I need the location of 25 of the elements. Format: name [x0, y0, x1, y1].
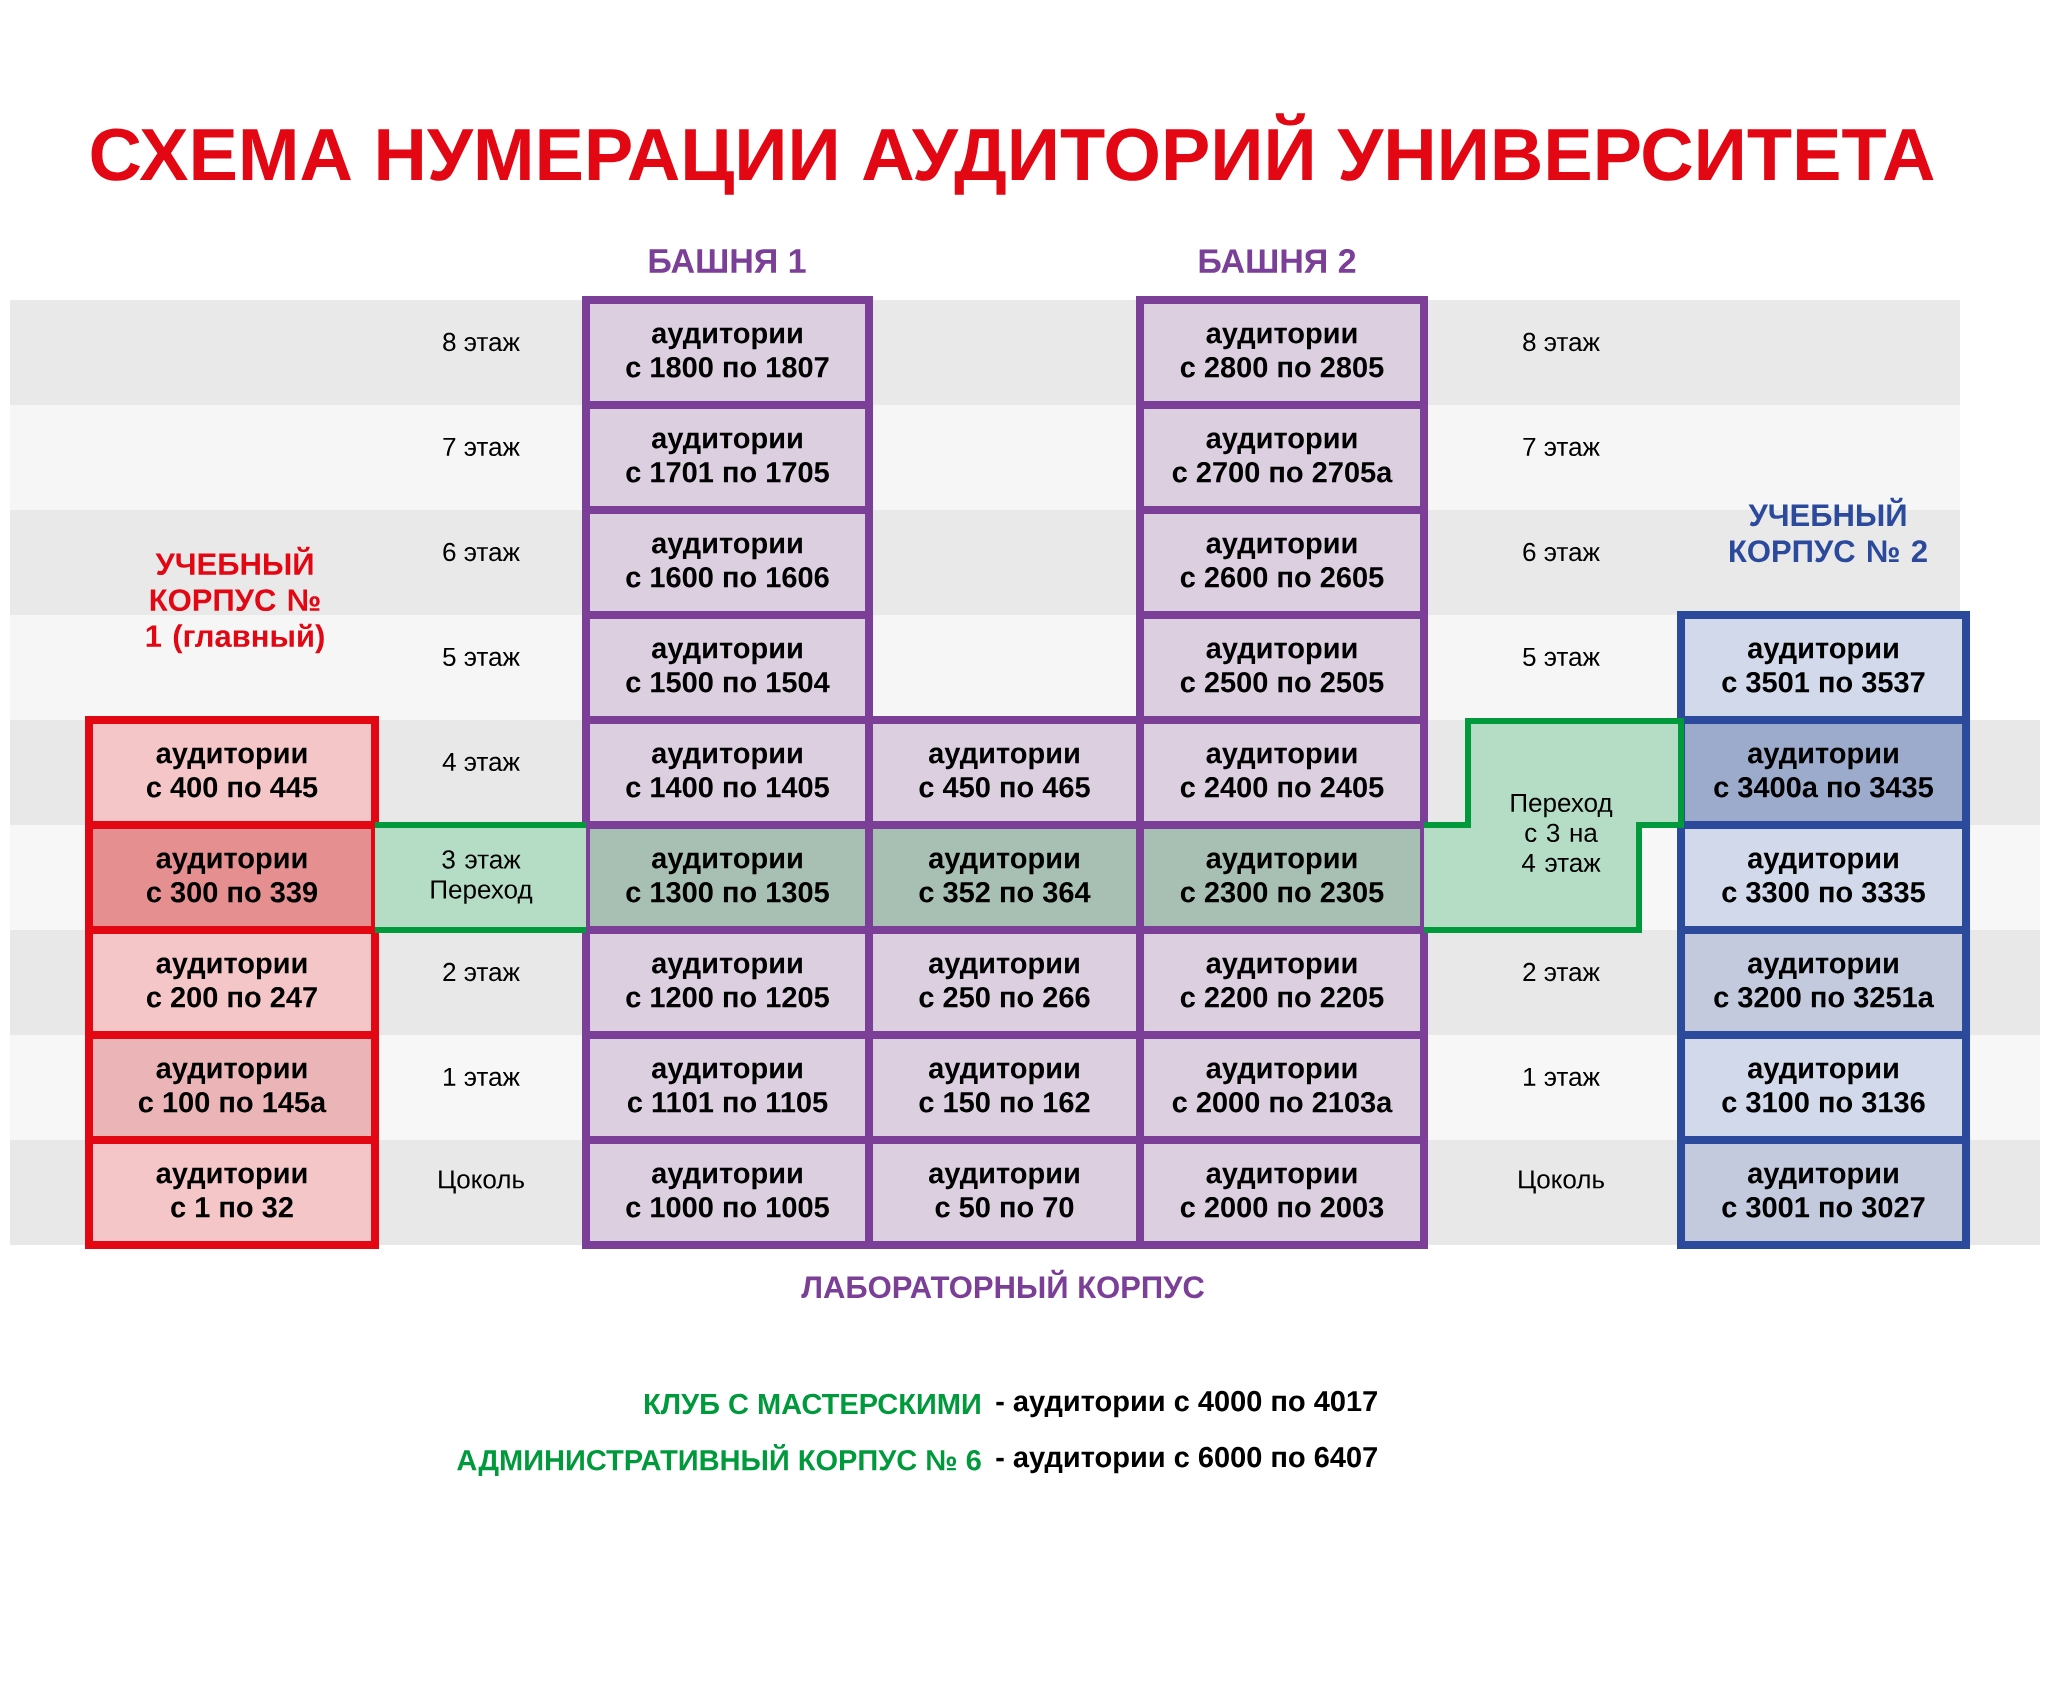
floor-label: 7 этаж: [1523, 437, 1600, 457]
floor-label: Цоколь: [1519, 1170, 1604, 1194]
floor-label: 7 этаж: [443, 437, 520, 457]
floor-label: 5 этаж: [1523, 647, 1600, 667]
floor-label: 2 этаж: [1523, 962, 1600, 982]
floor-label: 1 этаж: [1524, 1067, 1600, 1087]
floor-label: 1 этаж: [444, 1067, 520, 1087]
passage-area: 3 этаж Переход: [372, 822, 589, 933]
building-heading: ЛАБОРАТОРНЫЙ КОРПУС: [801, 1269, 1204, 1299]
building-name: КЛУБ С МАСТЕРСКИМИ: [645, 1393, 980, 1415]
building-heading: УЧЕБНЫЙ КОРПУС № 2: [1730, 497, 1927, 563]
floor-label: 6 этаж: [1523, 542, 1600, 562]
floor-label: 2 этаж: [443, 962, 520, 982]
floor-label: 6 этаж: [443, 542, 520, 562]
building-name: АДМИНИСТРАТИВНЫЙ КОРПУС № 6: [457, 1444, 981, 1476]
floor-label: 4 этаж: [442, 752, 520, 772]
room-range-note: - аудитории с 6000 по 6407: [996, 1446, 1377, 1474]
building-heading: УЧЕБНЫЙ КОРПУС № 1 (главный): [146, 546, 324, 654]
floor-label: 8 этаж: [443, 332, 520, 352]
passage-area: Переход с 3 на 4 этаж: [1421, 718, 1684, 933]
floor-label: 8 этаж: [1523, 332, 1600, 352]
room-range-note: - аудитории с 4000 по 4017: [996, 1390, 1377, 1418]
floor-label: Цоколь: [439, 1170, 524, 1194]
floor-label: 5 этаж: [443, 647, 520, 667]
title: СХЕМА НУМЕРАЦИИ АУДИТОРИЙ УНИВЕРСИТЕТА: [91, 113, 1934, 195]
